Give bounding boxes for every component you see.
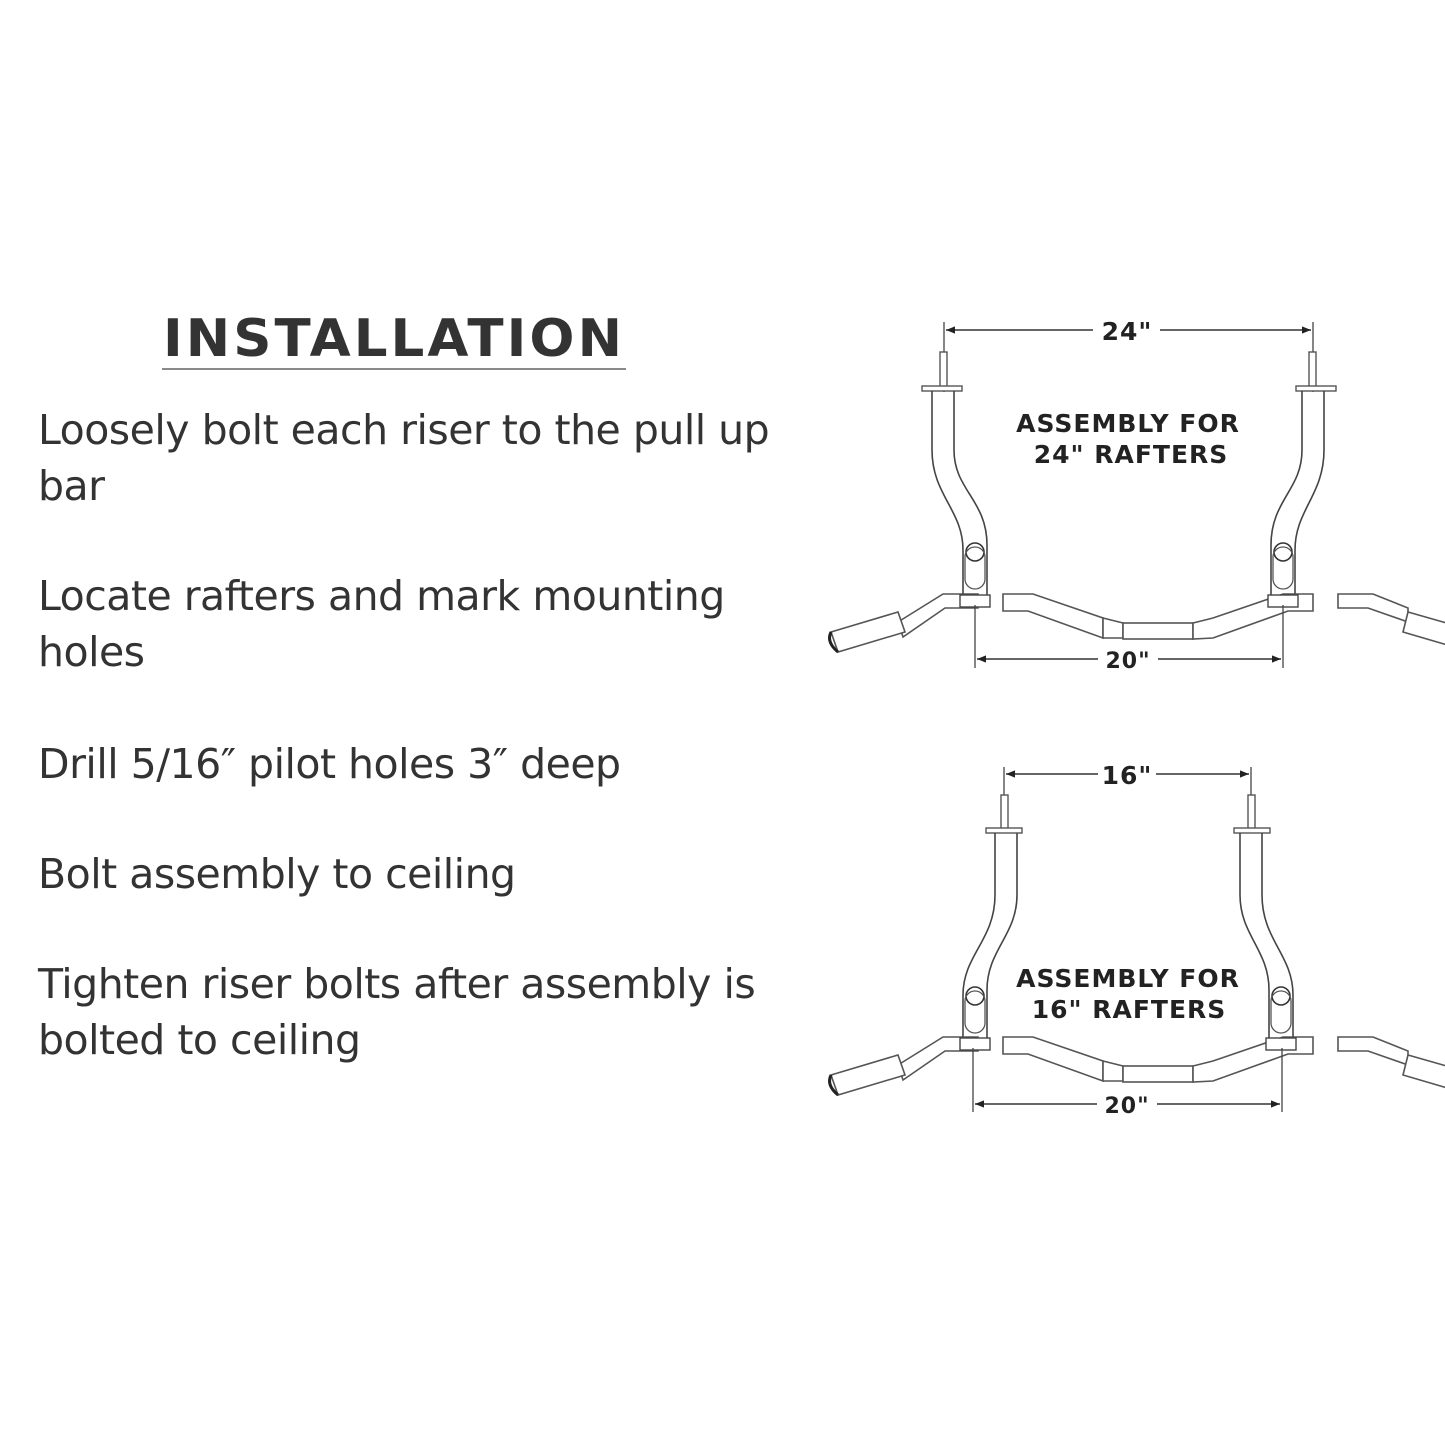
bolt-left-icon bbox=[921, 351, 963, 392]
bolt-left-icon bbox=[985, 794, 1023, 834]
title-underline bbox=[162, 368, 626, 370]
step-5: Tighten riser bolts after assembly is bo… bbox=[38, 960, 756, 1064]
riser-bolt-right-icon bbox=[1271, 986, 1291, 1006]
step-2: Locate rafters and mark mounting holes bbox=[38, 572, 725, 676]
instruction-steps: Loosely bolt each riser to the pull up b… bbox=[38, 402, 798, 1068]
dim-16-top-label: 16" bbox=[1102, 761, 1153, 790]
riser-bolt-left-icon bbox=[965, 986, 985, 1006]
diagram-24-caption-line1: ASSEMBLY FOR bbox=[1016, 409, 1240, 438]
step-1: Loosely bolt each riser to the pull up b… bbox=[38, 406, 770, 510]
step-4: Bolt assembly to ceiling bbox=[38, 850, 516, 898]
riser-right bbox=[1270, 391, 1325, 598]
riser-left bbox=[962, 833, 1018, 1041]
step-3: Drill 5/16″ pilot holes 3″ deep bbox=[38, 740, 621, 788]
pull-up-bar-16 bbox=[828, 1035, 1445, 1097]
diagram-16-rafters: 16" 20" ASSEMBLY FOR 16" RAFTERS bbox=[828, 761, 1445, 1119]
pull-up-bar-24 bbox=[828, 592, 1445, 654]
riser-right bbox=[1239, 833, 1294, 1041]
page-title: INSTALLATION bbox=[162, 309, 626, 369]
riser-bolt-right-icon bbox=[1273, 542, 1293, 562]
riser-left bbox=[931, 391, 988, 598]
diagram-24-rafters: 24" 20" ASSEMBLY FOR 24" RAFTERS bbox=[828, 317, 1445, 674]
dim-20-bottom-label: 20" bbox=[1105, 649, 1150, 674]
bolt-right-icon bbox=[1295, 351, 1337, 392]
diagram-16-caption-line2: 16" RAFTERS bbox=[1032, 995, 1227, 1024]
diagram-16-caption-line1: ASSEMBLY FOR bbox=[1016, 964, 1240, 993]
riser-bolt-left-icon bbox=[965, 542, 985, 562]
dim-24-top-label: 24" bbox=[1102, 317, 1153, 346]
dim-20-bottom-label: 20" bbox=[1104, 1094, 1149, 1119]
bolt-right-icon bbox=[1233, 794, 1271, 834]
diagram-24-caption-line2: 24" RAFTERS bbox=[1034, 440, 1229, 469]
